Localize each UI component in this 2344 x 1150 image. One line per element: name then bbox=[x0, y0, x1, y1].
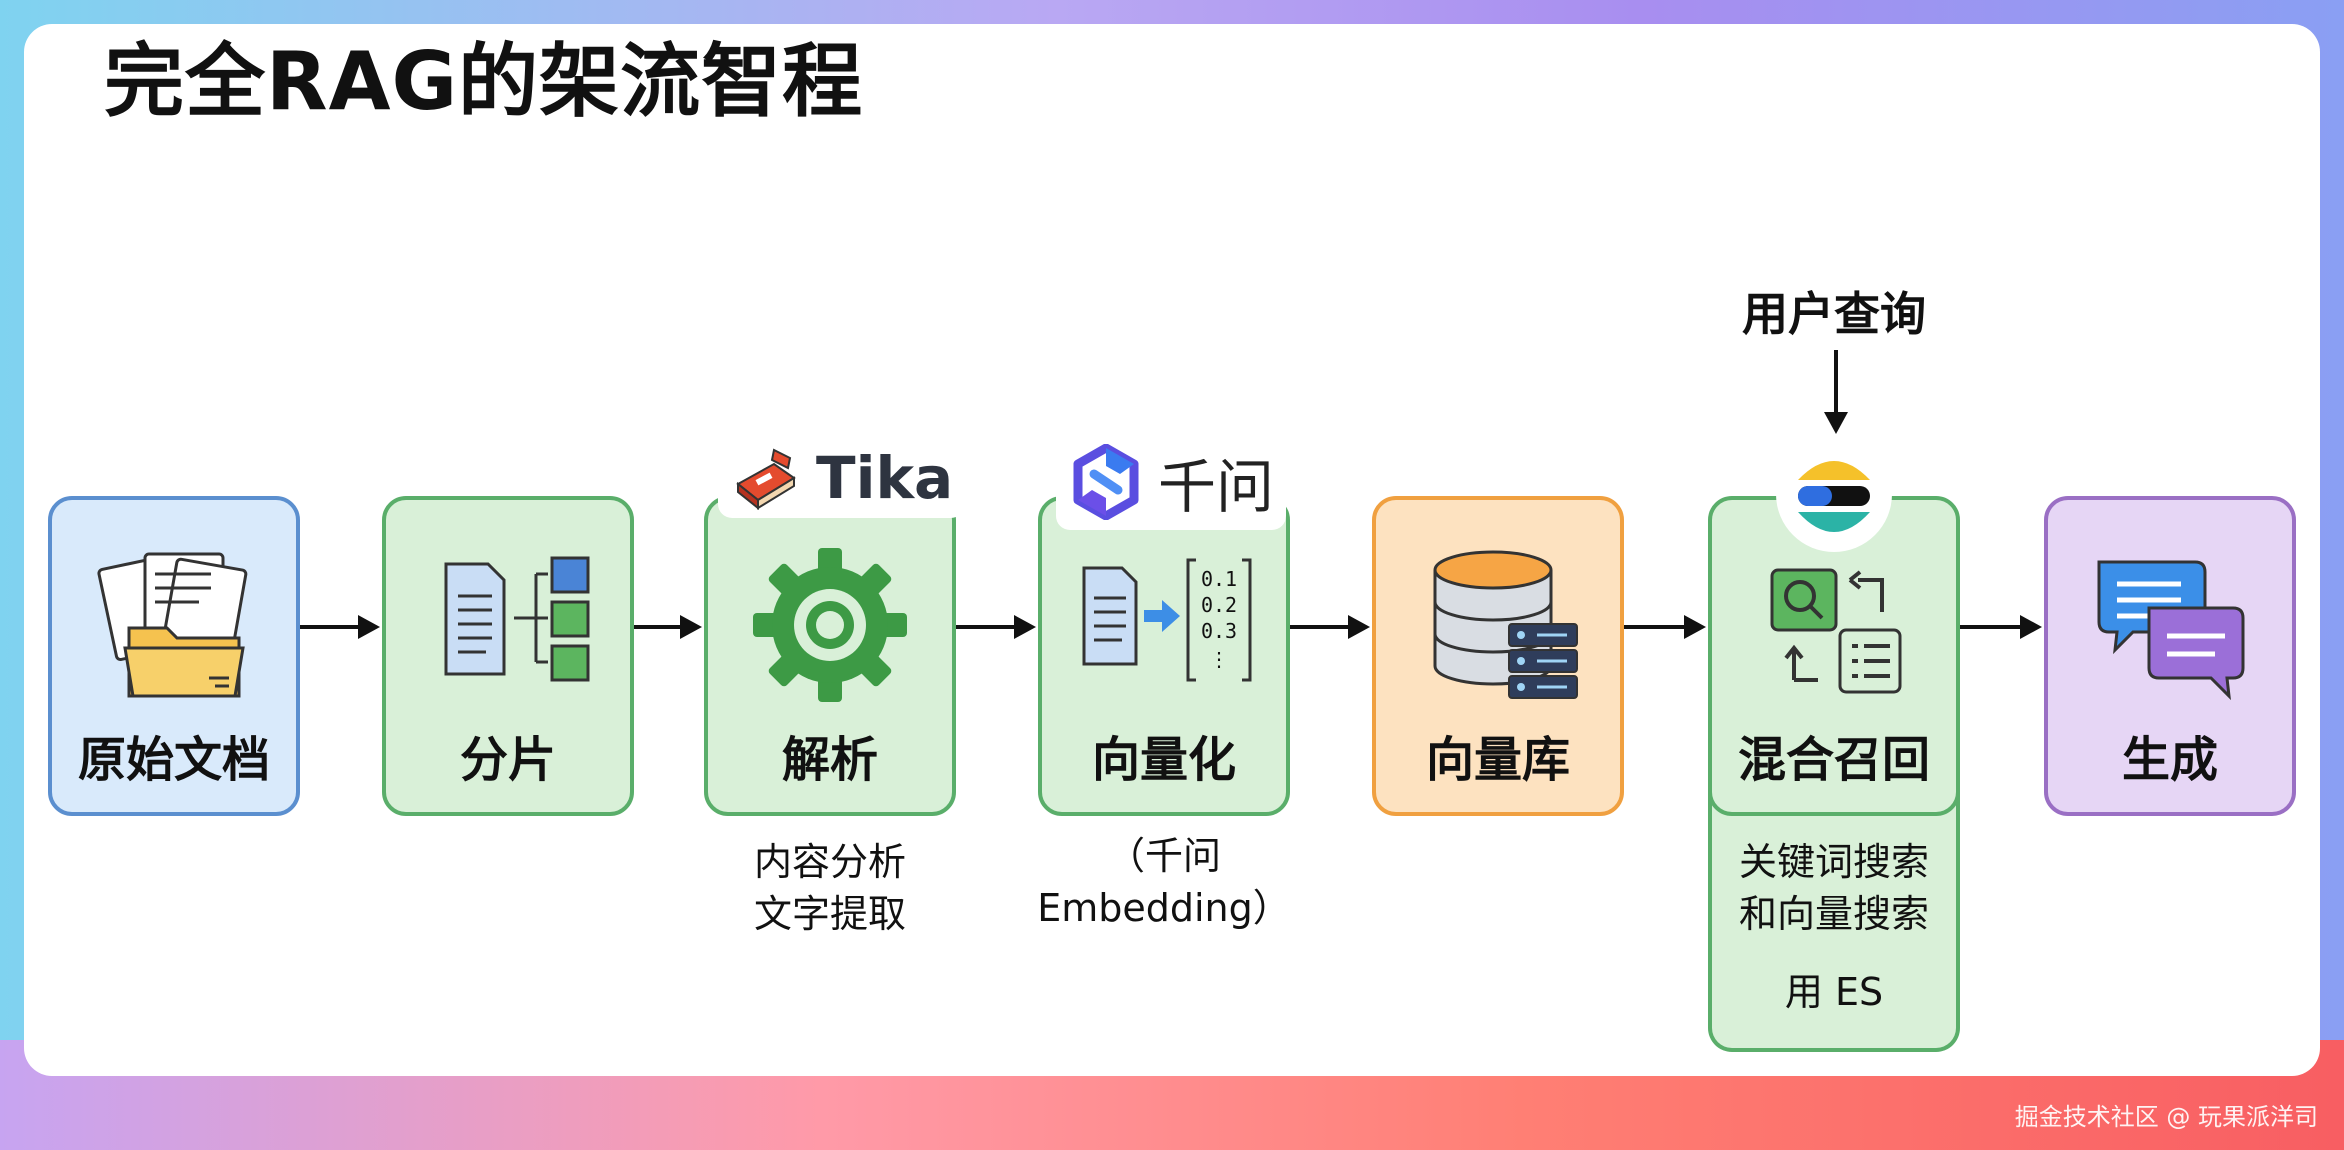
watermark: 掘金技术社区 @ 玩果派洋司 bbox=[2014, 1103, 2318, 1131]
elasticsearch-logo-icon bbox=[1798, 461, 1870, 532]
stage-label: 向量化 bbox=[1091, 732, 1236, 788]
tika-badge: Tika bbox=[718, 438, 966, 518]
stage-label: 原始文档 bbox=[77, 732, 270, 788]
stage-vectorize: 0.1 0.2 0.3 ⋮ 向量化 bbox=[1038, 496, 1290, 816]
documents-folder-icon bbox=[52, 540, 296, 710]
page-title: 完全RAG的架流智程 bbox=[104, 35, 864, 128]
database-icon bbox=[1376, 540, 1620, 710]
hybrid-note-line: 用 ES bbox=[1784, 970, 1884, 1014]
vector-value: 0.3 bbox=[1201, 619, 1237, 643]
gear-icon bbox=[708, 540, 952, 710]
parse-note: 内容分析 文字提取 bbox=[704, 836, 956, 940]
hybrid-note: 关键词搜索 和向量搜索 用 ES bbox=[1708, 836, 1960, 1018]
tika-label: Tika bbox=[816, 444, 954, 512]
parse-note-line: 内容分析 bbox=[753, 840, 906, 884]
embedding-vector-icon: 0.1 0.2 0.3 ⋮ bbox=[1042, 540, 1286, 710]
vector-value: ⋮ bbox=[1209, 647, 1229, 671]
qianwen-badge: 千问 bbox=[1056, 434, 1287, 530]
user-query-label: 用户查询 bbox=[1742, 287, 1926, 341]
hybrid-note-line: 和向量搜索 bbox=[1738, 892, 1929, 936]
qianwen-label: 千问 bbox=[1158, 453, 1275, 521]
vector-value: 0.2 bbox=[1201, 593, 1237, 617]
stage-label: 生成 bbox=[2121, 732, 2218, 788]
search-list-icon bbox=[1712, 560, 1956, 700]
stage-vector-db: 向量库 bbox=[1372, 496, 1624, 816]
flow-arrow bbox=[1960, 615, 2042, 639]
stage-parsing: 解析 bbox=[704, 496, 956, 816]
qianwen-logo-icon bbox=[1073, 444, 1139, 520]
hybrid-note-line: 关键词搜索 bbox=[1738, 840, 1929, 884]
stage-raw-documents: 原始文档 bbox=[48, 496, 300, 816]
split-chunks-icon bbox=[386, 540, 630, 710]
chat-bubbles-icon bbox=[2048, 540, 2292, 710]
stage-label: 混合召回 bbox=[1737, 732, 1930, 788]
stage-chunking: 分片 bbox=[382, 496, 634, 816]
flow-arrow bbox=[956, 615, 1036, 639]
tika-book-icon bbox=[736, 448, 796, 510]
vector-value: 0.1 bbox=[1201, 567, 1237, 591]
stage-generation: 生成 bbox=[2044, 496, 2296, 816]
stage-label: 分片 bbox=[459, 732, 556, 788]
parse-note-line: 文字提取 bbox=[753, 892, 906, 936]
flow-arrow bbox=[300, 615, 380, 639]
stage-label: 向量库 bbox=[1425, 732, 1570, 788]
flow-arrow bbox=[1624, 615, 1706, 639]
query-arrow bbox=[1824, 350, 1848, 434]
stage-label: 解析 bbox=[781, 732, 878, 788]
elasticsearch-badge bbox=[1776, 436, 1892, 552]
flow-arrow bbox=[634, 615, 702, 639]
embedding-note: （千问 Embedding） bbox=[1037, 834, 1291, 930]
flow-arrow bbox=[1290, 615, 1370, 639]
